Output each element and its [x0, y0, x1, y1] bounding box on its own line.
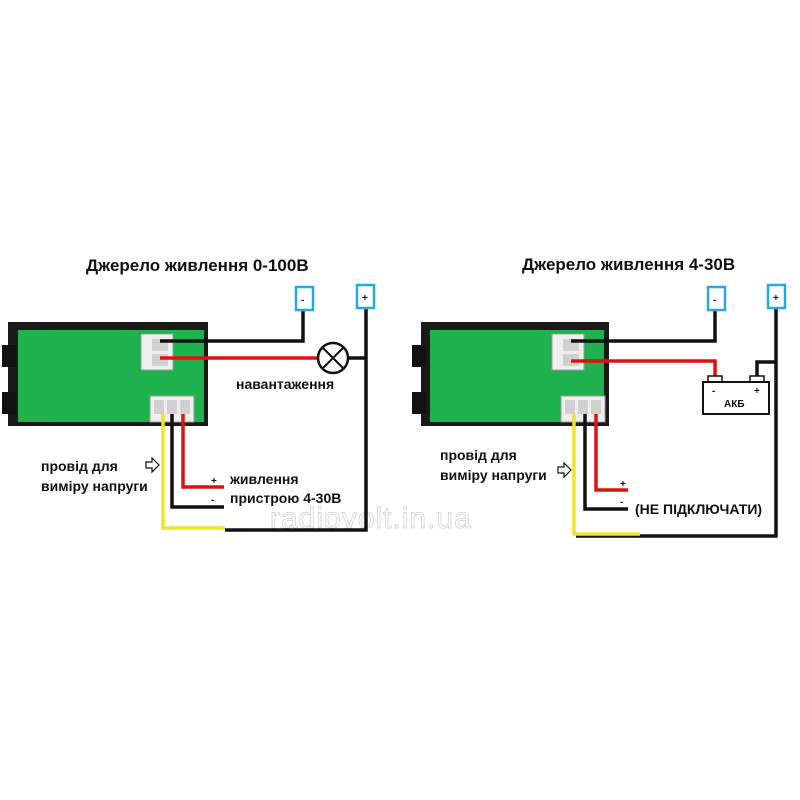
left-red-wire-supply: [181, 414, 224, 489]
left-yellow-wire: [161, 414, 225, 530]
right-probe-label-line2: виміру напруги: [440, 467, 547, 483]
left-plus-terminal: +: [355, 283, 376, 310]
right-battery-label: АКБ: [724, 399, 745, 410]
right-title: Джерело живлення 4-30В: [522, 255, 735, 274]
right-plus-label: +: [773, 293, 779, 304]
right-black-wire-battery: [755, 360, 776, 378]
left-probe-arrow-icon: [145, 456, 160, 474]
right-black-wire-source: [571, 310, 717, 343]
left-wires: [160, 308, 368, 532]
right-probe-arrow-icon: [557, 461, 572, 479]
right-plus-terminal: +: [766, 283, 787, 310]
right-minus-label: -: [713, 295, 716, 306]
left-black-wire-ground: [170, 414, 224, 509]
left-diagram: Джерело живлення 0-100В: [2, 256, 376, 532]
left-title: Джерело живлення 0-100В: [86, 256, 309, 275]
left-supply-label-line2: пристрою 4-30В: [230, 490, 341, 506]
right-minus-terminal: -: [706, 285, 727, 312]
right-no-connect-label: (НЕ ПІДКЛЮЧАТИ): [635, 501, 762, 517]
left-probe-label-line1: провід для: [41, 458, 118, 474]
right-voltmeter-module: [412, 322, 609, 426]
right-battery-icon: - + АКБ: [702, 375, 770, 415]
right-red-wire-battery: [571, 359, 717, 378]
right-probe-label-line1: провід для: [440, 447, 517, 463]
left-black-wire-source: [160, 310, 305, 343]
left-minus-terminal: -: [294, 285, 315, 312]
right-yellow-wire: [572, 414, 640, 536]
right-battery-minus: -: [712, 386, 715, 397]
right-wire-minus: -: [620, 497, 623, 508]
right-red-wire-supply: [594, 414, 628, 492]
right-black-wire-ground: [583, 414, 628, 511]
right-battery-plus: +: [754, 386, 760, 397]
left-load-label: навантаження: [236, 376, 334, 392]
left-minus-label: -: [301, 295, 304, 306]
left-supply-minus: -: [211, 495, 214, 506]
left-plus-label: +: [362, 293, 368, 304]
left-plus-wire: [225, 308, 368, 532]
right-wires: [571, 308, 778, 538]
left-voltmeter-module: [2, 322, 208, 426]
left-supply-plus: +: [211, 476, 217, 487]
right-diagram: Джерело живлення 4-30В: [412, 255, 787, 538]
right-plus-wire: [576, 308, 778, 538]
left-supply-label-line1: живлення: [229, 471, 299, 487]
right-wire-plus: +: [620, 479, 626, 490]
left-probe-label-line2: виміру напруги: [41, 478, 148, 494]
left-lamp-icon: [316, 341, 350, 375]
